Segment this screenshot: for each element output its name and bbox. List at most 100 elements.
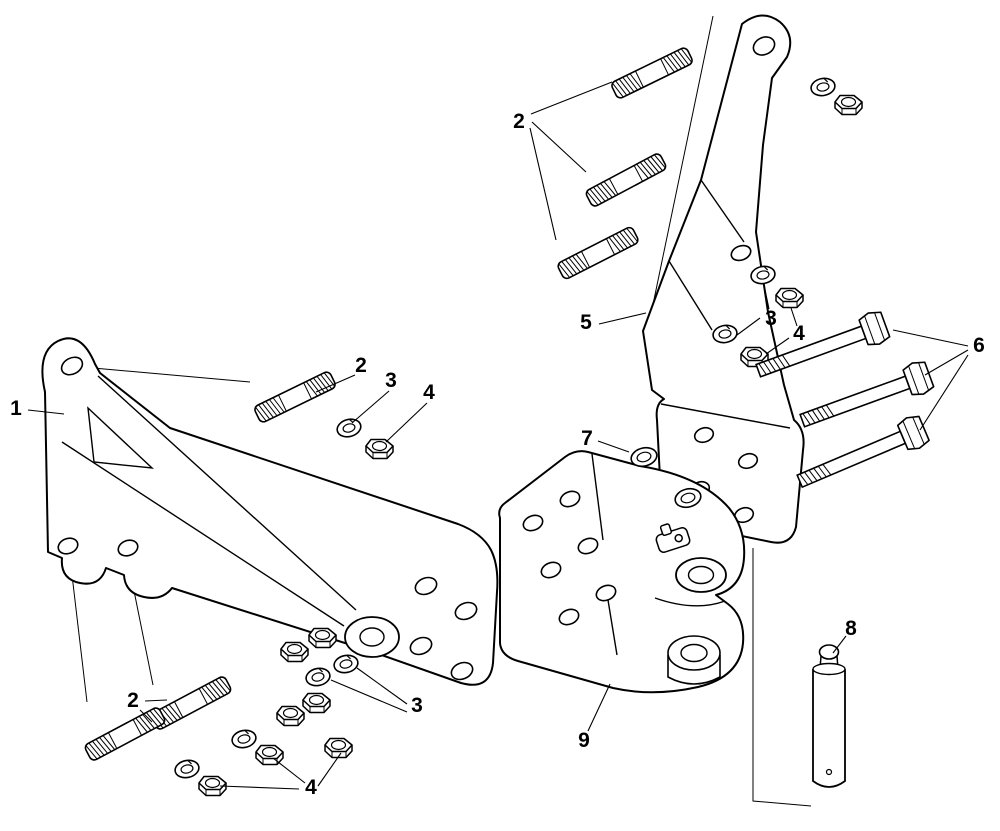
hole [450, 661, 474, 681]
leader-line [356, 667, 408, 705]
leader-line [736, 317, 761, 336]
callout-7: 7 [581, 427, 593, 450]
leader-line [272, 757, 306, 784]
leader-line [219, 785, 300, 790]
hole [409, 636, 433, 656]
hole [454, 601, 478, 621]
hole [57, 537, 79, 555]
leader-line [924, 349, 969, 376]
leader-line [139, 709, 153, 723]
callout-labels: 1 2 2 3 4 5 3 4 6 7 2 3 4 8 9 [10, 110, 985, 799]
lock-washer-part-3 [331, 652, 361, 676]
leader-line [892, 329, 969, 347]
leader-line [763, 284, 770, 310]
leader-line [765, 337, 790, 355]
leader-line [315, 374, 356, 393]
callout-2-bottom: 2 [127, 689, 139, 712]
stud-part-2 [82, 705, 168, 763]
hex-nut-part-4 [302, 692, 331, 714]
callout-5: 5 [580, 311, 592, 334]
callout-3-right: 3 [765, 307, 777, 330]
pin-knob [818, 644, 840, 660]
hex-nut-part-4 [365, 438, 394, 460]
hub-bore [359, 627, 385, 647]
lock-washer-part-3 [334, 415, 364, 441]
hole [559, 490, 581, 508]
callout-8: 8 [845, 617, 857, 640]
hole [60, 356, 84, 376]
pin-part-8 [812, 644, 846, 788]
leader-line [790, 307, 798, 327]
clevis-part-9 [498, 450, 746, 694]
hole [577, 537, 599, 555]
base-plate-edge [660, 403, 791, 429]
leader-line [144, 699, 168, 702]
hole [414, 576, 438, 596]
hole [522, 514, 544, 532]
top-bore [687, 565, 715, 585]
axis-line [650, 15, 714, 315]
hex-nut-part-4 [775, 287, 804, 309]
hole [540, 561, 562, 579]
leader-line [919, 354, 969, 431]
leader-line [597, 440, 630, 453]
clevis-outline [498, 450, 746, 694]
leader-line [529, 127, 557, 241]
callout-1: 1 [10, 397, 22, 420]
jaw-gap-line [654, 597, 726, 607]
leader-line [530, 81, 613, 115]
leader-line [598, 312, 647, 325]
axis-line [69, 557, 88, 703]
hex-nut-part-4 [276, 705, 305, 727]
callout-4-right: 4 [793, 322, 805, 345]
hole [558, 608, 580, 626]
hex-nut-part-4 [834, 94, 863, 116]
lock-washer-part-3 [808, 75, 838, 99]
stud-part-2 [555, 225, 641, 281]
leader-line [832, 635, 847, 654]
hole [595, 584, 617, 602]
leader-lines [27, 81, 969, 790]
bracket-outline [41, 337, 499, 686]
hole [693, 426, 715, 444]
callout-6: 6 [973, 334, 985, 357]
rib-line [700, 179, 745, 243]
rib-line [87, 406, 154, 469]
leader-line [27, 409, 65, 415]
pin-top-face [812, 662, 846, 676]
pin-latch [655, 523, 691, 553]
lock-washer-part-3 [303, 665, 333, 689]
callout-9: 9 [578, 729, 590, 752]
leader-line [531, 121, 587, 173]
plate-fold-line [591, 453, 604, 541]
leader-line [351, 390, 390, 424]
callout-2-top: 2 [513, 110, 525, 133]
hex-nut-part-4 [280, 641, 309, 663]
hex-nut-part-4 [255, 744, 284, 766]
hex-nut-part-4 [308, 627, 337, 649]
hole [730, 244, 752, 262]
plate-fold-line [607, 599, 618, 656]
stud-part-2 [583, 151, 669, 209]
leader-line [385, 402, 428, 443]
bolt-part-6 [792, 412, 932, 498]
cotter-hole [825, 768, 833, 776]
bracket-outline [642, 14, 805, 544]
support-bracket-part-5 [642, 14, 805, 544]
pin-body [812, 669, 846, 788]
lock-washer-part-3 [229, 727, 259, 751]
rib-line [668, 260, 713, 331]
callout-2-mid: 2 [355, 354, 367, 377]
callout-4-bottom: 4 [305, 776, 317, 799]
leader-line [317, 752, 342, 787]
rib-line [97, 375, 357, 611]
callout-3-bottom: 3 [411, 694, 423, 717]
lock-washer-part-3 [172, 757, 202, 781]
rib-line [61, 441, 345, 627]
hole [752, 36, 776, 56]
axis-line [752, 548, 812, 807]
hex-nut-part-4 [324, 737, 353, 759]
bottom-bore [680, 643, 708, 663]
